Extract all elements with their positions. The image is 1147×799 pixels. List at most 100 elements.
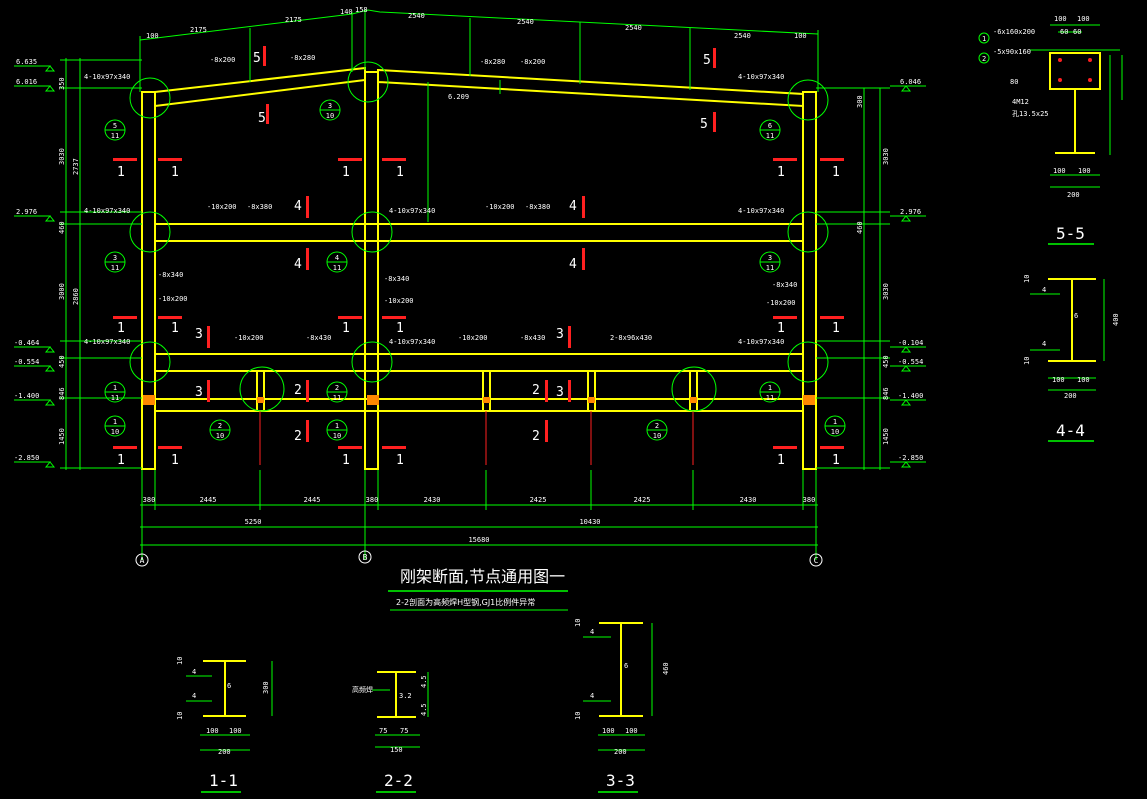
svg-text:100: 100 [1078, 167, 1091, 175]
svg-text:300: 300 [856, 95, 864, 108]
svg-text:4: 4 [590, 628, 594, 636]
svg-text:1: 1 [833, 418, 837, 426]
svg-text:-8x430: -8x430 [306, 334, 331, 342]
svg-text:100: 100 [1077, 15, 1090, 23]
svg-text:2: 2 [218, 422, 222, 430]
svg-text:6: 6 [624, 662, 628, 670]
svg-text:2430: 2430 [740, 496, 757, 504]
grid-axes [135, 550, 823, 567]
svg-text:1450: 1450 [882, 428, 890, 445]
svg-text:4: 4 [192, 692, 196, 700]
svg-text:2540: 2540 [625, 24, 642, 32]
svg-text:-10x200: -10x200 [207, 203, 237, 211]
svg-text:4: 4 [1042, 286, 1046, 294]
svg-text:6: 6 [1074, 312, 1078, 320]
svg-text:-8x430: -8x430 [520, 334, 545, 342]
svg-text:2: 2 [655, 422, 659, 430]
column-c [802, 91, 817, 470]
svg-text:1: 1 [117, 165, 125, 180]
svg-text:2: 2 [294, 429, 302, 444]
svg-text:2430: 2430 [424, 496, 441, 504]
svg-text:-2.850: -2.850 [898, 454, 923, 462]
svg-text:1: 1 [832, 165, 840, 180]
beam-upper-floor [154, 223, 804, 242]
svg-text:1: 1 [113, 384, 117, 392]
svg-text:100: 100 [206, 727, 219, 735]
svg-text:200: 200 [614, 748, 627, 756]
svg-text:140: 140 [340, 8, 353, 16]
svg-text:2737: 2737 [72, 158, 80, 175]
svg-text:100: 100 [1077, 376, 1090, 384]
svg-text:4-10x97x340: 4-10x97x340 [738, 207, 784, 215]
svg-text:2540: 2540 [517, 18, 534, 26]
svg-text:1: 1 [832, 321, 840, 336]
svg-text:450: 450 [58, 355, 66, 368]
drawing-subtitle: 2-2剖面为高频焊H型钢,GJ1比例件异常 [396, 597, 535, 607]
svg-text:2: 2 [294, 383, 302, 398]
svg-text:1: 1 [171, 165, 179, 180]
svg-text:200: 200 [218, 748, 231, 756]
elevations-right: 6.046 2.976 -0.104 -0.554 -1.400 -2.850 … [448, 78, 923, 462]
svg-text:3030: 3030 [58, 148, 66, 165]
svg-text:10: 10 [176, 657, 184, 665]
svg-text:2.976: 2.976 [900, 208, 921, 216]
svg-text:2425: 2425 [530, 496, 547, 504]
svg-text:6.209: 6.209 [448, 93, 469, 101]
rafter-right [377, 68, 804, 108]
svg-text:3: 3 [556, 385, 564, 400]
elevation-ticks-right [890, 85, 926, 468]
svg-text:2: 2 [982, 55, 986, 63]
svg-text:1: 1 [777, 165, 785, 180]
svg-text:3.2: 3.2 [399, 692, 412, 700]
svg-text:-10x200: -10x200 [458, 334, 488, 342]
column-b [364, 71, 379, 470]
detail-3-3: 10 10 4 4 6 460 100 100 200 3-3 [574, 619, 670, 793]
svg-text:3: 3 [113, 254, 117, 262]
svg-text:200: 200 [1064, 392, 1077, 400]
detail-4-4: 10 10 4 4 6 400 100 100 200 4-4 [1023, 275, 1120, 442]
svg-text:1: 1 [117, 321, 125, 336]
svg-text:-10x200: -10x200 [234, 334, 264, 342]
svg-text:3030: 3030 [882, 148, 890, 165]
svg-text:-0.554: -0.554 [14, 358, 39, 366]
svg-text:400: 400 [1112, 313, 1120, 326]
svg-text:460: 460 [856, 221, 864, 234]
svg-text:4: 4 [569, 199, 577, 214]
right-dimensions: 300 3030 460 3030 450 846 1450 [856, 95, 890, 445]
svg-text:60: 60 [1073, 28, 1081, 36]
svg-text:11: 11 [766, 264, 774, 272]
svg-text:1: 1 [342, 321, 350, 336]
svg-text:-0.464: -0.464 [14, 339, 39, 347]
svg-text:1: 1 [342, 165, 350, 180]
svg-text:4-10x97x340: 4-10x97x340 [389, 338, 435, 346]
svg-text:3: 3 [768, 254, 772, 262]
detail-5-5: 12 -6x160x200 -5x90x160 4M12 孔13.5x25 10… [978, 15, 1123, 245]
post-2 [482, 370, 491, 412]
svg-text:-10x200: -10x200 [158, 295, 188, 303]
svg-text:1: 1 [335, 422, 339, 430]
svg-text:2175: 2175 [285, 16, 302, 24]
svg-text:4-10x97x340: 4-10x97x340 [84, 338, 130, 346]
dimension-lines [60, 9, 890, 560]
svg-text:10: 10 [111, 428, 119, 436]
svg-text:4: 4 [192, 668, 196, 676]
axis-c-label: C [814, 556, 819, 565]
svg-text:1: 1 [832, 453, 840, 468]
svg-text:100: 100 [146, 32, 159, 40]
svg-text:-2.850: -2.850 [14, 454, 39, 462]
svg-text:4: 4 [1042, 340, 1046, 348]
svg-text:2425: 2425 [634, 496, 651, 504]
svg-text:1: 1 [342, 453, 350, 468]
column-a [141, 91, 156, 470]
drawing-title: 刚架断面,节点通用图一 [400, 567, 565, 586]
svg-text:-8x200: -8x200 [520, 58, 545, 66]
svg-text:1: 1 [396, 165, 404, 180]
svg-text:2.976: 2.976 [16, 208, 37, 216]
svg-text:-8x280: -8x280 [290, 54, 315, 62]
svg-text:10: 10 [333, 432, 341, 440]
svg-text:300: 300 [262, 681, 270, 694]
elevations-left: 6.635 6.016 2.976 -0.464 -0.554 -1.400 -… [14, 58, 39, 462]
svg-text:1: 1 [982, 35, 986, 43]
